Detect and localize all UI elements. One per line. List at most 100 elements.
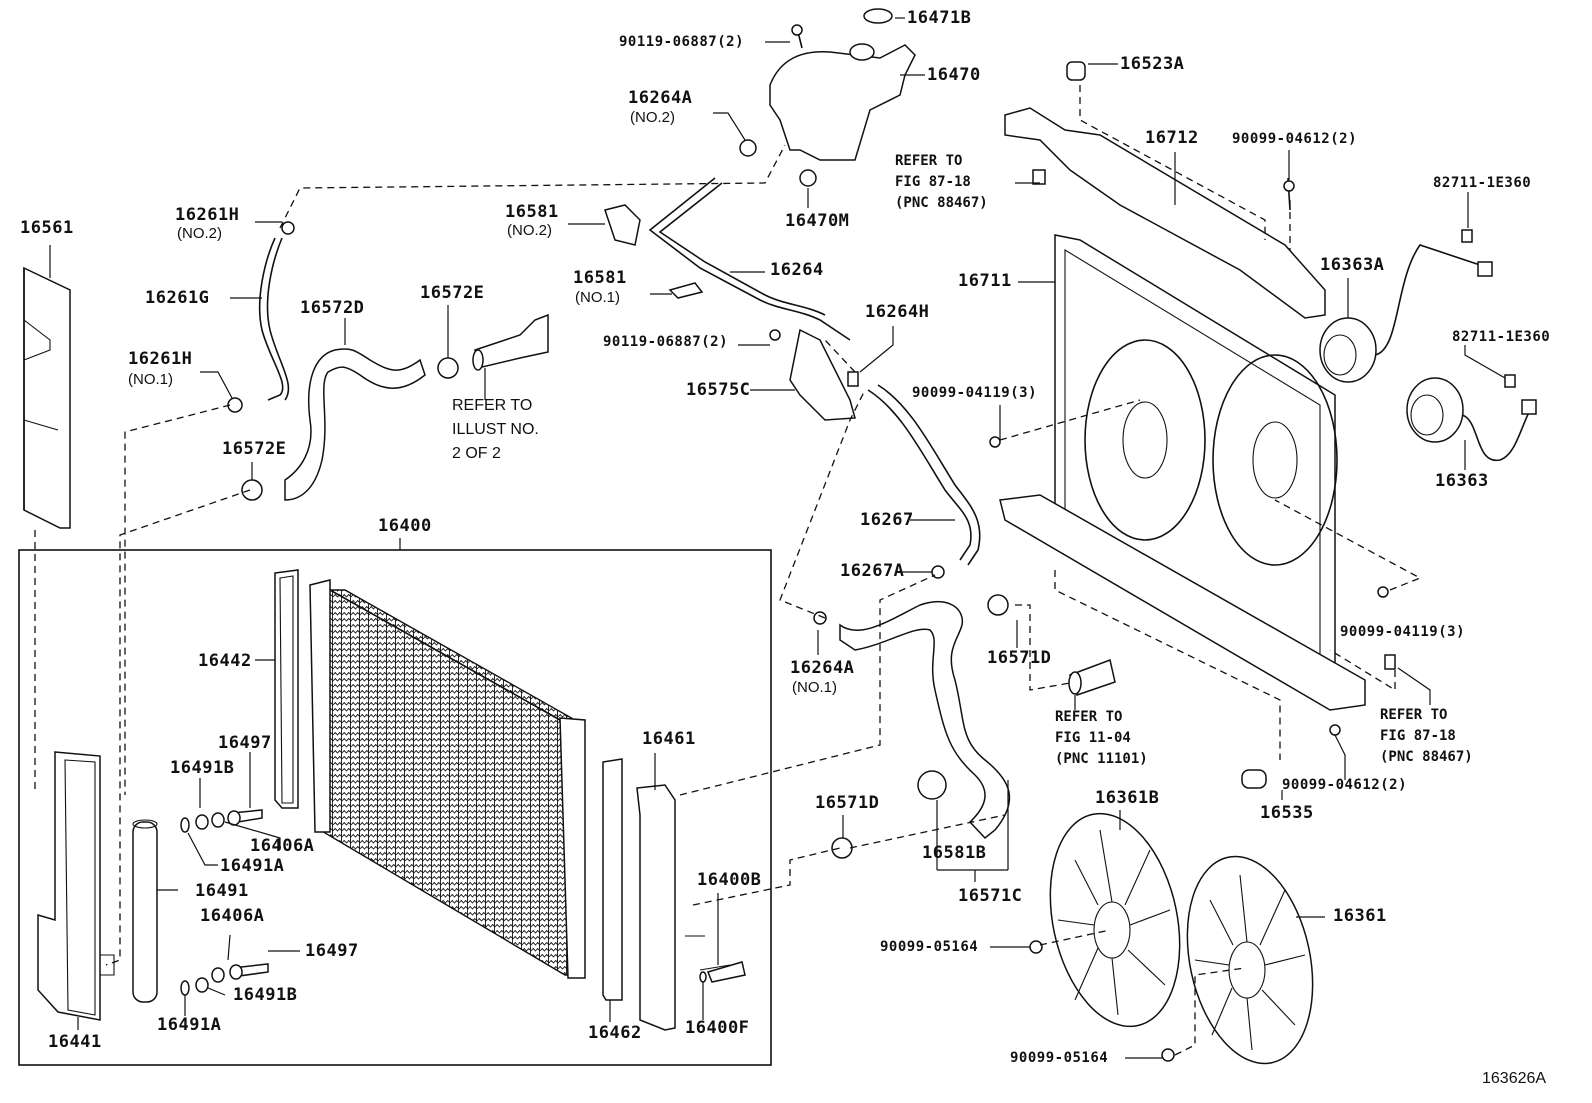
label-16491[interactable]: 16491	[195, 881, 249, 901]
clamp-16572E-upper	[437, 357, 459, 379]
label-16491A-upper[interactable]: 16491A	[220, 856, 285, 876]
label-16264A-no2[interactable]: 16264A	[628, 88, 693, 108]
label-16400F[interactable]: 16400F	[685, 1018, 750, 1038]
label-16361B[interactable]: 16361B	[1095, 788, 1160, 808]
clamp-16264H	[847, 371, 859, 387]
fan-motor-16363A	[1319, 229, 1493, 383]
clamp-16261H-no2	[281, 221, 295, 235]
clamp-16572E-lower	[241, 479, 263, 501]
label-16572E-upper[interactable]: 16572E	[420, 283, 485, 303]
label-16462[interactable]: 16462	[588, 1023, 642, 1043]
label-90099-05164-a[interactable]: 90099-05164	[880, 939, 979, 955]
label-16264H[interactable]: 16264H	[865, 302, 930, 322]
label-16535[interactable]: 16535	[1260, 803, 1314, 823]
hose-16267	[867, 389, 972, 561]
figure-id: 163626A	[1482, 1070, 1547, 1087]
label-16581B[interactable]: 16581B	[922, 843, 987, 863]
cap-16471B	[863, 8, 893, 24]
clip-16581-no1	[668, 282, 704, 299]
part-16462-seal	[602, 758, 623, 1001]
fan-16361B	[1049, 812, 1181, 1028]
label-16400-assembly[interactable]: 16400	[378, 516, 432, 536]
label-16261H-no1[interactable]: 16261H	[128, 349, 193, 369]
label-16497-lower[interactable]: 16497	[305, 941, 359, 961]
bolt-90099-04119-b	[1377, 586, 1389, 598]
label-16261H-no2[interactable]: 16261H	[175, 205, 240, 225]
fastener-set-lower	[180, 963, 269, 996]
label-16572E-lower[interactable]: 16572E	[222, 439, 287, 459]
label-90119-06887-mid[interactable]: 90119-06887(2)	[603, 334, 729, 350]
label-16523A[interactable]: 16523A	[1120, 54, 1185, 74]
hose-16261G	[258, 237, 284, 401]
label-16400B[interactable]: 16400B	[697, 870, 762, 890]
fastener-set-upper	[180, 809, 263, 833]
label-16491B-upper[interactable]: 16491B	[170, 758, 235, 778]
clamp-16264A-no2	[739, 139, 757, 157]
bracket-16575C	[789, 328, 856, 421]
label-90099-04119-a[interactable]: 90099-04119(3)	[912, 385, 1038, 401]
part-16442-seal	[274, 569, 299, 809]
label-90099-04612-bot[interactable]: 90099-04612(2)	[1282, 777, 1408, 793]
label-90099-04119-b[interactable]: 90099-04119(3)	[1340, 624, 1466, 640]
nut-90099-05164-a	[1029, 940, 1043, 954]
label-16363[interactable]: 16363	[1435, 471, 1489, 491]
label-16441[interactable]: 16441	[48, 1032, 102, 1052]
label-16561[interactable]: 16561	[20, 218, 74, 238]
part-16441-seal	[37, 751, 115, 1030]
clamp-16581B	[917, 770, 947, 800]
label-82711-1E360-b[interactable]: 82711-1E360	[1452, 329, 1551, 345]
label-16575C[interactable]: 16575C	[686, 380, 751, 400]
clip-16581-no2	[604, 204, 641, 246]
label-16406A-upper[interactable]: 16406A	[250, 836, 315, 856]
cushion-16535	[1241, 769, 1267, 789]
bolt-90119-mid	[769, 329, 781, 341]
label-16470M[interactable]: 16470M	[785, 211, 850, 231]
label-16491B-lower[interactable]: 16491B	[233, 985, 298, 1005]
part-16561-seal	[23, 245, 71, 529]
label-82711-1E360-a[interactable]: 82711-1E360	[1433, 175, 1532, 191]
label-16571C[interactable]: 16571C	[958, 886, 1023, 906]
label-16363A[interactable]: 16363A	[1320, 255, 1385, 275]
label-16572D[interactable]: 16572D	[300, 298, 365, 318]
label-16442[interactable]: 16442	[198, 651, 252, 671]
label-16261G[interactable]: 16261G	[145, 288, 210, 308]
cushion-16523A	[1066, 61, 1086, 81]
label-16712[interactable]: 16712	[1145, 128, 1199, 148]
clamp-16571D-upper	[987, 594, 1009, 616]
reservoir-tank-16470	[769, 8, 916, 187]
label-90119-06887-top[interactable]: 90119-06887(2)	[619, 34, 745, 50]
label-16471B[interactable]: 16471B	[907, 8, 972, 28]
label-16571D-upper[interactable]: 16571D	[987, 648, 1052, 668]
label-90099-05164-b[interactable]: 90099-05164	[1010, 1050, 1109, 1066]
part-16400F-oring	[699, 971, 707, 983]
label-16581-no2[interactable]: 16581	[505, 202, 559, 222]
hose-16572D	[284, 348, 426, 501]
label-16264[interactable]: 16264	[770, 260, 824, 280]
part-16491-tube	[132, 819, 178, 1003]
label-90099-04612-top[interactable]: 90099-04612(2)	[1232, 131, 1358, 147]
label-16406A-lower[interactable]: 16406A	[200, 906, 265, 926]
note-refer-illust-2-of-2: REFER TO ILLUST NO. 2 OF 2	[452, 397, 539, 462]
part-16400B-drain-cock	[706, 961, 746, 983]
label-16711[interactable]: 16711	[958, 271, 1012, 291]
label-16361[interactable]: 16361	[1333, 906, 1387, 926]
upper-support-16712	[1004, 107, 1326, 319]
label-16497-upper[interactable]: 16497	[218, 733, 272, 753]
label-16470[interactable]: 16470	[927, 65, 981, 85]
label-16581-no2-sub: (NO.2)	[507, 222, 552, 239]
note-refer-fig-87-18-bot: REFER TO FIG 87-18 (PNC 88467)	[1380, 707, 1473, 765]
label-16267A[interactable]: 16267A	[840, 561, 905, 581]
label-16264A-no1[interactable]: 16264A	[790, 658, 855, 678]
bolt-90099-04119-a	[989, 436, 1001, 448]
label-16581-no1[interactable]: 16581	[573, 268, 627, 288]
fan-16361	[1186, 855, 1314, 1065]
label-16571D-lower[interactable]: 16571D	[815, 793, 880, 813]
note-refer-fig-87-18-top: REFER TO FIG 87-18 (PNC 88467)	[895, 153, 988, 211]
bolt-90099-04612-bot	[1329, 724, 1341, 736]
label-16267[interactable]: 16267	[860, 510, 914, 530]
water-outlet-ref	[474, 313, 549, 369]
label-16461[interactable]: 16461	[642, 729, 696, 749]
label-16491A-lower[interactable]: 16491A	[157, 1015, 222, 1035]
